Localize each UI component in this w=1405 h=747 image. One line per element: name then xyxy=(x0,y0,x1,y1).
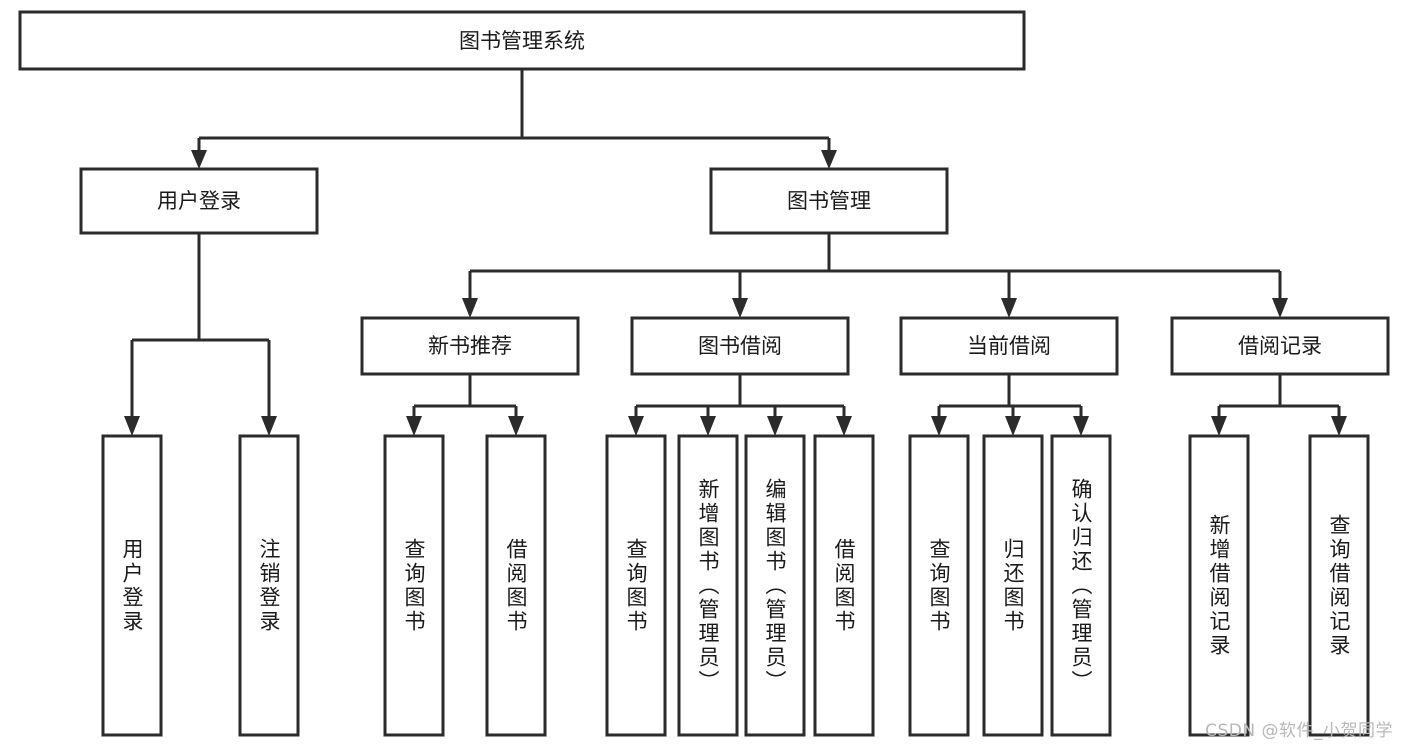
node-current-borrow-label: 当前借阅 xyxy=(967,334,1051,358)
leaf-add-book-admin-box xyxy=(677,434,739,737)
node-book-management[interactable]: 图书管理 xyxy=(709,167,949,235)
leaf-add-borrow-record-label: 新增借阅记录 xyxy=(1207,513,1232,658)
leaf-return-book-label: 归还图书 xyxy=(1001,537,1026,634)
leaf-add-borrow-record[interactable]: 新增借阅记录 xyxy=(1188,434,1250,737)
node-book-borrow[interactable]: 图书借阅 xyxy=(630,316,850,376)
leaf-query-book-current-label: 查询图书 xyxy=(927,537,952,634)
arrow-cb-leaf2 xyxy=(1005,416,1021,436)
arrow-bb-leaf4 xyxy=(836,416,852,436)
leaf-query-book-borrow-box xyxy=(605,434,667,737)
arrow-cb-leaf1 xyxy=(931,416,947,436)
node-new-book-recommend[interactable]: 新书推荐 xyxy=(360,316,580,376)
leaf-query-book-borrow[interactable]: 查询图书 xyxy=(605,434,667,737)
leaf-borrow-book-recommend-box xyxy=(485,434,547,737)
node-borrow-record-label: 借阅记录 xyxy=(1238,334,1322,358)
leaf-query-borrow-record[interactable]: 查询借阅记录 xyxy=(1308,434,1370,737)
leaf-add-borrow-record-box xyxy=(1188,434,1250,737)
leaf-query-book-recommend[interactable]: 查询图书 xyxy=(383,434,445,737)
leaf-user-login[interactable]: 用户登录 xyxy=(101,434,163,737)
leaf-edit-book-admin-box xyxy=(744,434,806,737)
edges-layer xyxy=(124,69,1347,436)
leaf-logout-login[interactable]: 注销登录 xyxy=(238,434,300,737)
leaf-query-borrow-record-box xyxy=(1308,434,1370,737)
arrow-ul-leaf1 xyxy=(124,416,140,436)
leaf-query-book-recommend-label: 查询图书 xyxy=(402,537,427,634)
node-book-management-label: 图书管理 xyxy=(787,189,871,213)
leaf-confirm-return-admin-label: 确认归还（管理员） xyxy=(1069,477,1094,694)
arrow-bb-leaf1 xyxy=(628,416,644,436)
node-user-login-label: 用户登录 xyxy=(157,189,241,213)
node-root-label: 图书管理系统 xyxy=(459,29,585,53)
arrow-cb-leaf3 xyxy=(1073,416,1089,436)
node-book-borrow-label: 图书借阅 xyxy=(698,334,782,358)
arrow-ul-leaf2 xyxy=(261,416,277,436)
leaf-add-book-admin-label: 新增图书（管理员） xyxy=(696,477,721,694)
leaf-confirm-return-admin[interactable]: 确认归还（管理员） xyxy=(1050,434,1112,737)
node-book-management-box xyxy=(709,167,949,235)
arrow-bb-leaf2 xyxy=(700,416,716,436)
node-user-login[interactable]: 用户登录 xyxy=(79,167,319,235)
leaf-borrow-book-box xyxy=(813,434,875,737)
leaf-logout-login-label: 注销登录 xyxy=(257,537,282,634)
node-borrow-record-box xyxy=(1170,316,1390,376)
arrow-br-leaf1 xyxy=(1211,416,1227,436)
node-root[interactable]: 图书管理系统 xyxy=(18,10,1026,71)
leaf-add-book-admin[interactable]: 新增图书（管理员） xyxy=(677,434,739,737)
leaf-query-book-current[interactable]: 查询图书 xyxy=(908,434,970,737)
arrow-to-current-borrow xyxy=(1001,298,1017,318)
leaf-query-book-borrow-label: 查询图书 xyxy=(624,537,649,634)
arrow-br-leaf2 xyxy=(1331,416,1347,436)
arrow-to-borrow-record xyxy=(1272,298,1288,318)
leaf-user-login-label: 用户登录 xyxy=(120,537,145,634)
node-new-book-recommend-box xyxy=(360,316,580,376)
leaf-return-book-box xyxy=(982,434,1044,737)
arrow-to-book-management xyxy=(821,150,837,169)
node-book-borrow-box xyxy=(630,316,850,376)
arrow-nbr-leaf2 xyxy=(508,416,524,436)
leaf-return-book[interactable]: 归还图书 xyxy=(982,434,1044,737)
leaf-edit-book-admin-label: 编辑图书（管理员） xyxy=(763,477,788,694)
leaf-confirm-return-admin-box xyxy=(1050,434,1112,737)
node-user-login-box xyxy=(79,167,319,235)
node-current-borrow-box xyxy=(899,316,1119,376)
node-new-book-recommend-label: 新书推荐 xyxy=(428,334,512,358)
leaf-borrow-book[interactable]: 借阅图书 xyxy=(813,434,875,737)
leaf-query-borrow-record-label: 查询借阅记录 xyxy=(1327,513,1352,658)
leaf-borrow-book-label: 借阅图书 xyxy=(832,537,857,634)
arrow-to-new-book-recommend xyxy=(462,298,478,318)
leaf-logout-login-box xyxy=(238,434,300,737)
arrow-to-book-borrow xyxy=(732,298,748,318)
node-current-borrow[interactable]: 当前借阅 xyxy=(899,316,1119,376)
leaf-borrow-book-recommend-label: 借阅图书 xyxy=(504,537,529,634)
arrow-to-user-login xyxy=(191,150,207,169)
arrow-bb-leaf3 xyxy=(767,416,783,436)
node-root-box xyxy=(18,10,1026,71)
leaf-user-login-box xyxy=(101,434,163,737)
node-borrow-record[interactable]: 借阅记录 xyxy=(1170,316,1390,376)
leaf-query-book-recommend-box xyxy=(383,434,445,737)
arrow-nbr-leaf1 xyxy=(406,416,422,436)
leaf-query-book-current-box xyxy=(908,434,970,737)
leaf-borrow-book-recommend[interactable]: 借阅图书 xyxy=(485,434,547,737)
leaf-edit-book-admin[interactable]: 编辑图书（管理员） xyxy=(744,434,806,737)
